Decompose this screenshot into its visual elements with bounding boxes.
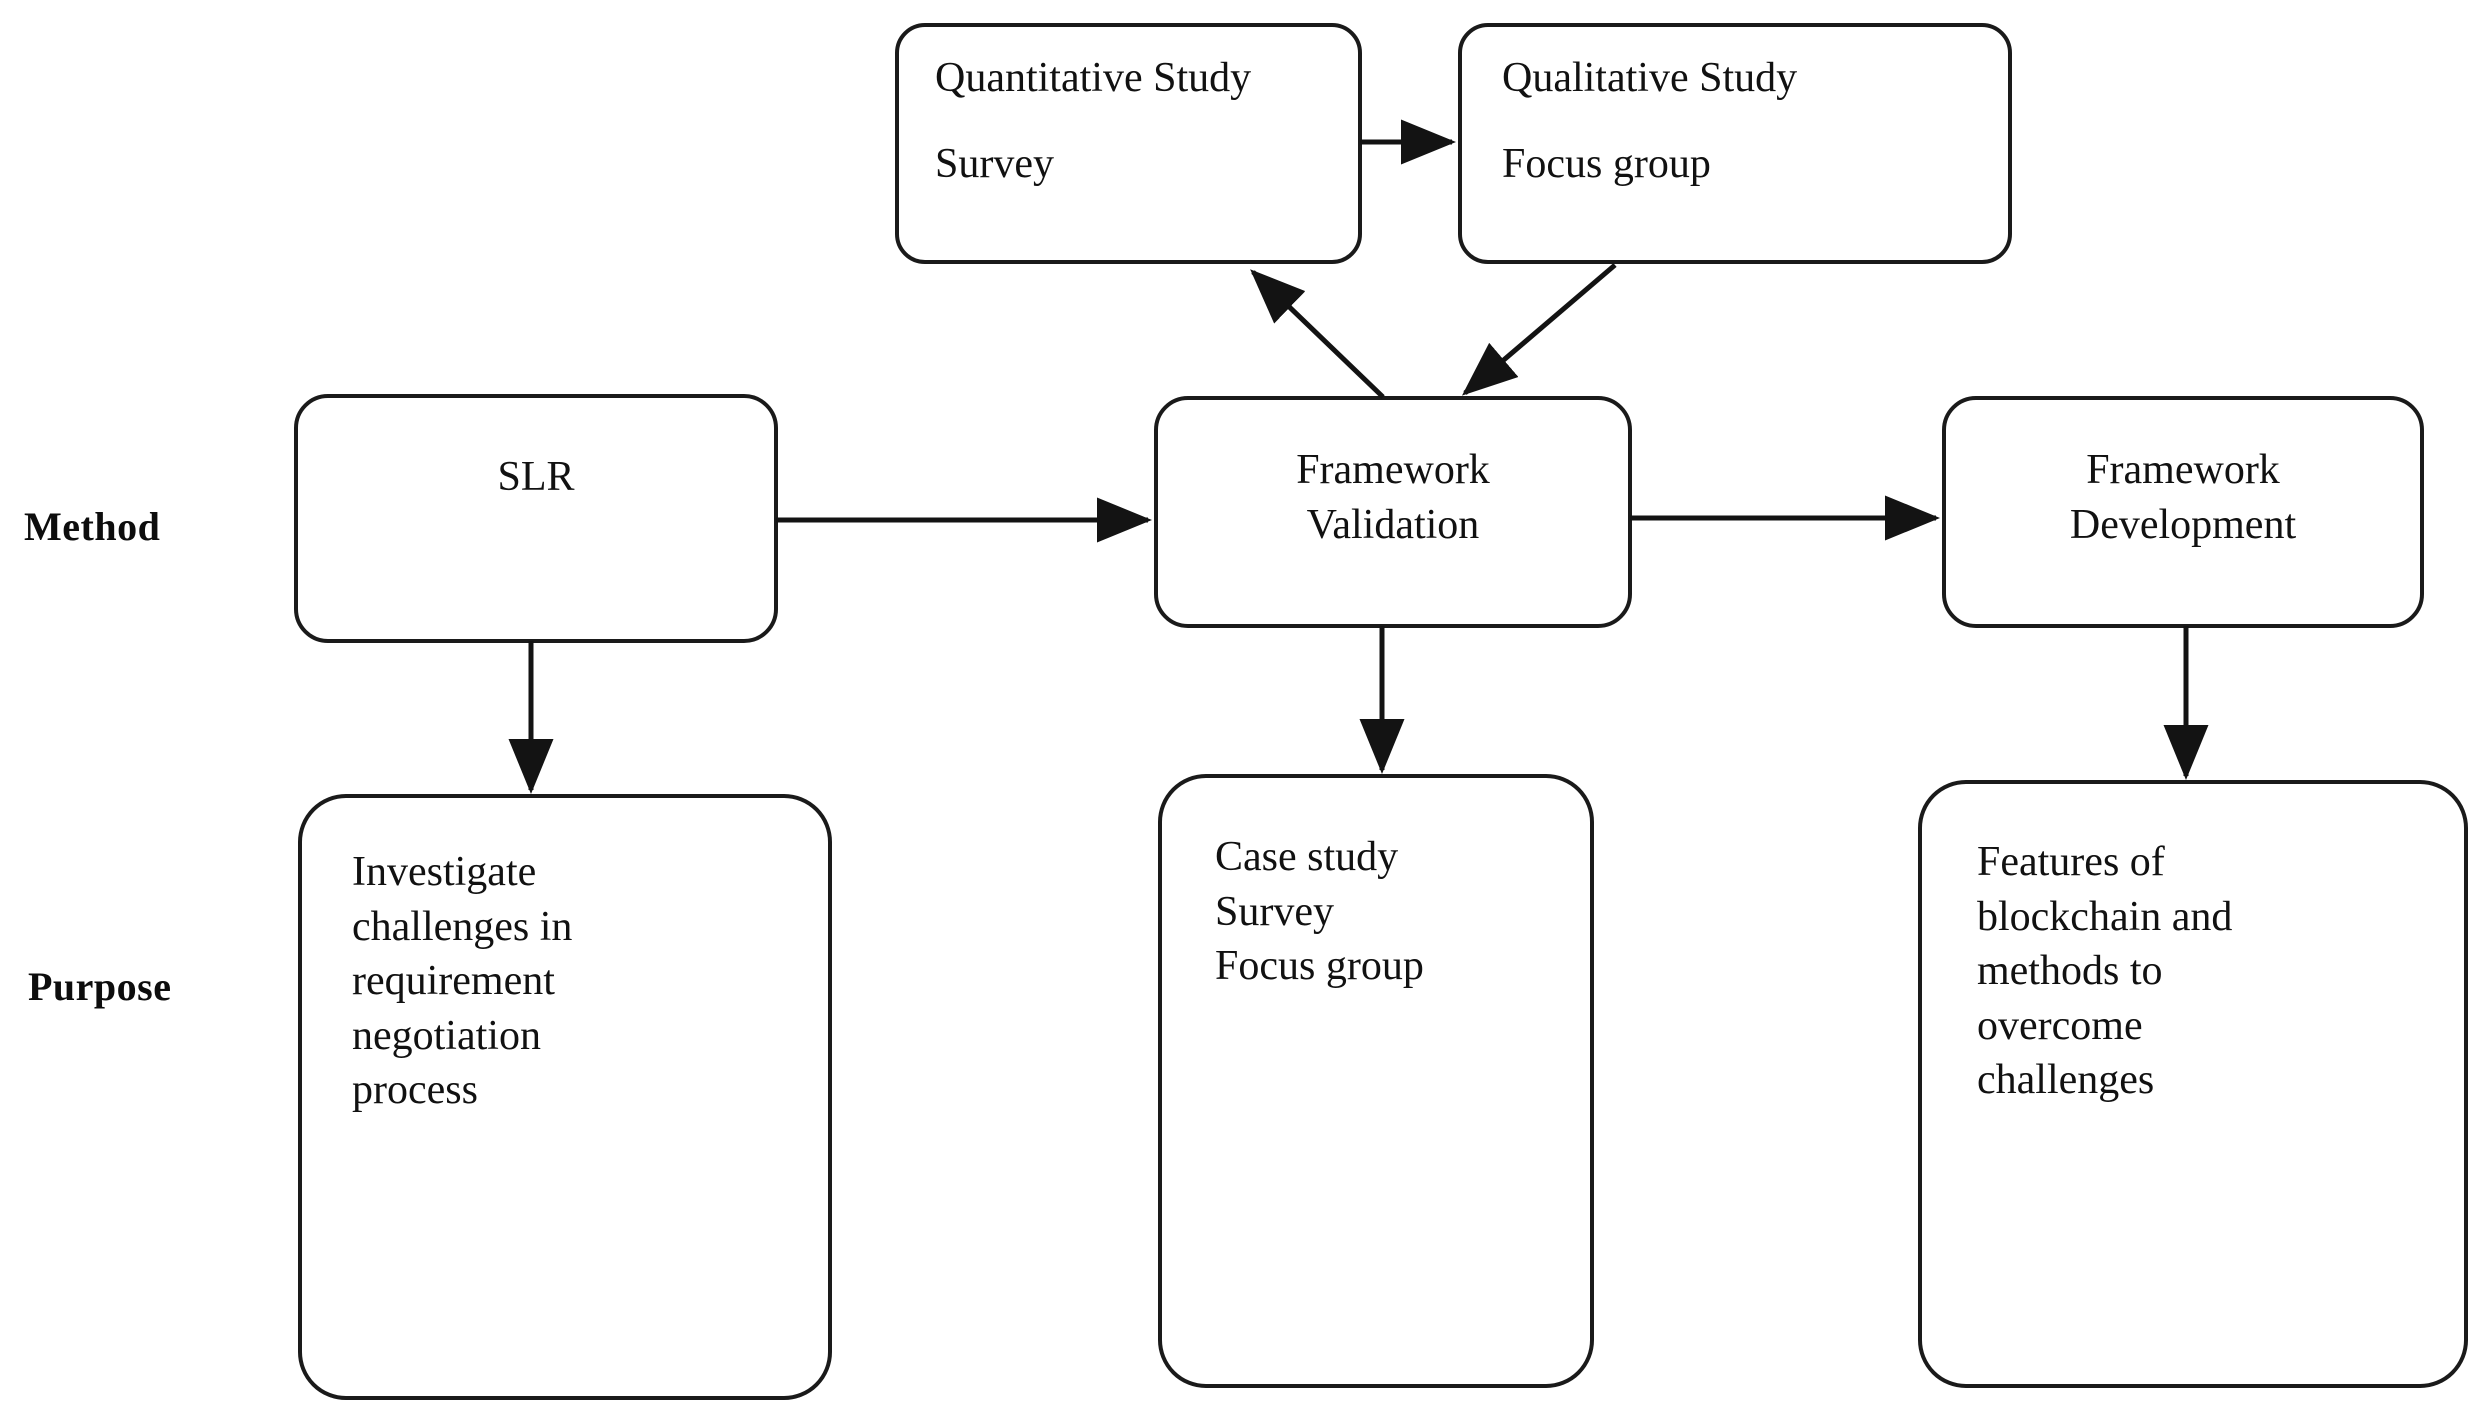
node-framework-development-label: Framework Development xyxy=(2069,447,2297,548)
node-purpose-slr[interactable] xyxy=(298,794,832,1400)
row-label-method: Method xyxy=(24,504,161,549)
node-purpose-validation-label: Case study Survey Focus group xyxy=(1215,834,1424,990)
node-purpose-validation[interactable] xyxy=(1158,774,1594,1388)
node-framework-validation-label: Framework Validation xyxy=(1296,447,1490,548)
node-quantitative-study-label: Quantitative Study Survey xyxy=(935,55,1252,188)
node-purpose-development[interactable] xyxy=(1918,780,2468,1388)
edge-validation-to-quantitative xyxy=(1250,269,1385,399)
node-framework-validation[interactable] xyxy=(1154,396,1632,628)
edge-qualitative-to-validation xyxy=(1461,263,1617,396)
node-slr-label: SLR xyxy=(497,454,575,500)
node-qualitative-study[interactable] xyxy=(1458,23,2012,264)
node-purpose-development-label: Features of blockchain and methods to ov… xyxy=(1977,839,2233,1104)
node-purpose-slr-label: Investigate challenges in requirement ne… xyxy=(352,849,573,1114)
node-slr[interactable] xyxy=(294,394,778,643)
row-label-purpose: Purpose xyxy=(28,964,172,1009)
node-qualitative-study-label: Qualitative Study Focus group xyxy=(1502,55,1798,188)
node-framework-development[interactable] xyxy=(1942,396,2424,628)
